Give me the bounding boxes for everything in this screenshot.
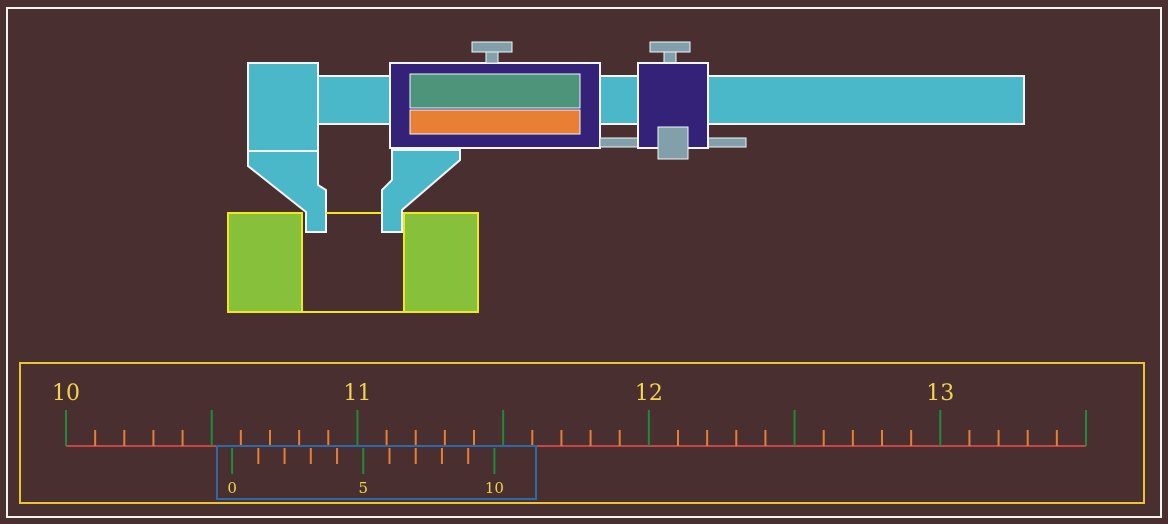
workpiece: [227, 212, 479, 313]
adjust-rod-right: [707, 137, 747, 148]
adjust-rod-left: [599, 137, 639, 148]
fixed-jaw-head: [247, 62, 319, 152]
workpiece-gap-outline: [301, 213, 405, 313]
main-scale-label: 10: [52, 381, 80, 406]
main-scale-ticks: [65, 410, 1087, 446]
vernier-scale-labels: 0 5 10: [227, 479, 504, 497]
scale-panel-frame: [19, 362, 1145, 504]
main-scale-label: 12: [635, 381, 663, 406]
thumb-screw-right-stem: [663, 51, 677, 64]
main-scale-label: 11: [343, 381, 371, 406]
clamp-nut: [657, 126, 689, 160]
vernier-scale-label: 10: [485, 479, 504, 497]
main-scale-labels: 10 11 12 13: [52, 381, 954, 406]
thumb-screw-left-stem: [485, 51, 499, 64]
vernier-scale-label: 0: [227, 479, 237, 497]
outer-frame: [6, 7, 1162, 518]
display-top-band: [409, 73, 581, 109]
vernier-scale-label: 5: [358, 479, 368, 497]
vernier-scale-ticks: [231, 448, 496, 474]
workpiece-right-block: [403, 212, 479, 313]
display-bottom-band: [409, 109, 581, 135]
workpiece-left-block: [227, 212, 303, 313]
vernier-scale-frame: [216, 445, 537, 500]
thumb-screw-left-cap: [471, 41, 513, 53]
moving-jaw: [381, 149, 461, 233]
thumb-screw-right-cap: [649, 41, 691, 53]
main-scale-label: 13: [926, 381, 954, 406]
caliper: [247, 41, 1025, 233]
fixed-jaw: [247, 150, 327, 233]
